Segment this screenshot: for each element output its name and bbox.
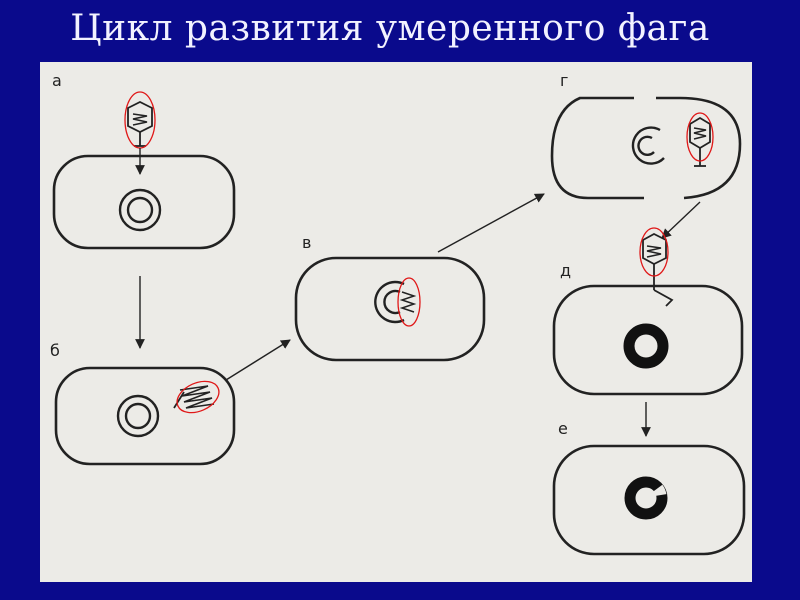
- excised-phage-dna: [631, 126, 665, 165]
- slide-title: Цикл развития умеренного фага: [70, 8, 710, 49]
- panel-d: д: [552, 227, 744, 396]
- panel-label-a: а: [52, 71, 62, 90]
- circularized-phage-dna: [374, 280, 405, 324]
- bacterial-cell: [552, 444, 746, 556]
- panel-a: а: [52, 71, 236, 250]
- panel-g: г: [550, 71, 742, 200]
- phage-cycle-figure: а б в: [40, 62, 752, 582]
- panel-e: е: [552, 419, 746, 556]
- panel-label-e: е: [558, 419, 568, 438]
- highlight-circle: [686, 112, 714, 162]
- arrow-g-to-d: [661, 201, 701, 239]
- prophage-segment: [653, 484, 667, 497]
- lysogen-chromosome: [624, 476, 668, 520]
- panel-label-g: г: [560, 71, 568, 90]
- panel-label-v: в: [302, 233, 311, 252]
- highlight-circle: [176, 380, 220, 414]
- phage-icon: [639, 227, 674, 307]
- highlight-circle: [397, 277, 421, 327]
- prophage-chromosome: [623, 323, 669, 369]
- bacterial-chromosome: [118, 188, 162, 232]
- bacterial-chromosome: [116, 394, 160, 438]
- highlight-circle: [639, 227, 669, 277]
- bacterial-cell: [52, 154, 236, 250]
- progeny-phage: [686, 112, 714, 167]
- phage-cycle-diagram: а б в: [50, 71, 746, 556]
- phage-dna: [179, 385, 215, 409]
- lysed-cell-wall: [656, 96, 742, 200]
- bacterial-cell: [294, 256, 486, 362]
- panel-v: в: [294, 233, 486, 362]
- arrow-v-to-g: [437, 193, 545, 253]
- panel-label-d: д: [560, 261, 571, 280]
- panel-b: б: [50, 341, 236, 466]
- arrow-b-to-v: [225, 339, 291, 381]
- phage-dna: [399, 291, 417, 313]
- bacterial-cell: [54, 366, 236, 466]
- bacterial-cell: [552, 284, 744, 396]
- phage-icon: [124, 91, 156, 149]
- panel-label-b: б: [50, 341, 60, 360]
